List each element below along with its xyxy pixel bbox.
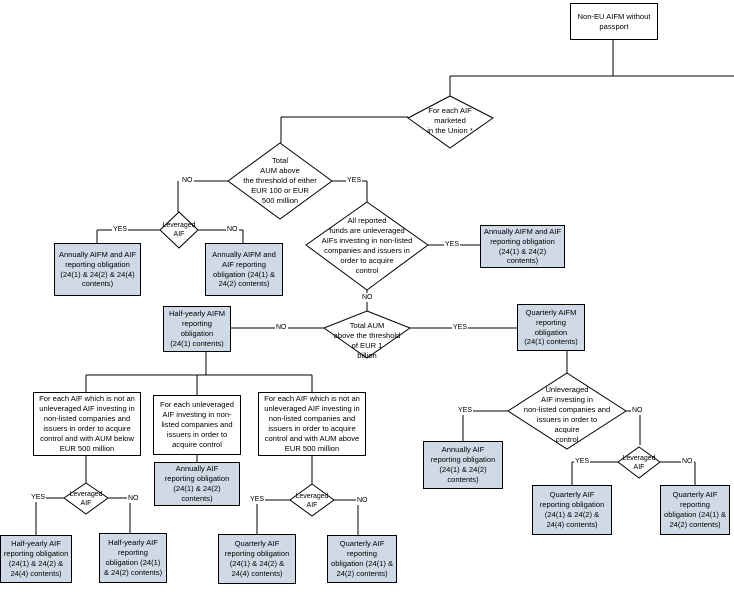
q-unleveraged-text: Unleveraged AIF investing in non-listed …: [523, 385, 611, 444]
label-no: NO: [127, 494, 140, 503]
result-quarterly-24-12-right: Quarterly AIF reporting obligation (24(1…: [660, 485, 730, 535]
label-no: NO: [275, 323, 288, 332]
label-yes: YES: [574, 457, 591, 466]
result-quarterly-full-mid: Quarterly AIF reporting obligation (24(1…: [218, 534, 296, 584]
result-halfyearly-full: Half-yearly AIF reporting obligation (24…: [0, 535, 72, 583]
diamond-aum-1bn: [322, 310, 412, 359]
result-halfyearly-aifm: Half-yearly AIFM reporting obligation (2…: [163, 306, 231, 352]
q-aum-1bn-text: Total AUM above the threshold of EUR 1 b…: [333, 321, 401, 360]
label-yes: YES: [346, 176, 363, 185]
diamond-leveraged-left: [159, 211, 199, 249]
diamond-all-reported: [305, 201, 429, 291]
result-quarterly-aifm: Quarterly AIFM reporting obligation (24(…: [517, 304, 585, 351]
diamond-leveraged-right: [617, 446, 661, 479]
label-no: NO: [356, 496, 369, 505]
label-yes: YES: [112, 225, 129, 234]
label-yes: YES: [249, 495, 266, 504]
result-annual-24-12: Annually AIFM and AIF reporting obligati…: [205, 243, 283, 296]
label-yes: YES: [30, 493, 47, 502]
label-no: NO: [361, 293, 374, 302]
diamond-leveraged-bl: [63, 482, 109, 515]
branch-unleveraged: For each unleveraged AIF investing in no…: [153, 395, 241, 455]
q-total-aum-text: Total AUM above the threshold of either …: [243, 156, 317, 205]
branch-above-500m: For each AIF which is not an unleveraged…: [258, 392, 366, 456]
label-yes: YES: [444, 240, 461, 249]
q-all-unleveraged-text: All reported funds are unleveraged AIFs …: [321, 216, 413, 275]
result-quarterly-24-12-mid: Quarterly AIF reporting obligation (24(1…: [327, 535, 397, 583]
start-box: Non-EU AIFM without passport: [570, 3, 658, 40]
diamond-leveraged-bm: [289, 483, 335, 517]
label-yes: YES: [457, 406, 474, 415]
label-no: NO: [681, 457, 694, 466]
label-no: NO: [181, 176, 194, 185]
result-annual-mid: Annually AIFM and AIF reporting obligati…: [480, 225, 565, 268]
result-halfyearly-24-12: Half-yearly AIF reporting obligation (24…: [99, 533, 167, 583]
result-annual-aif-right: Annually AIF reporting obligation (24(1)…: [423, 441, 503, 489]
q-leveraged-right-text: Leveraged AIF: [622, 454, 656, 471]
q-each-aif-text: For each AIF marketed in the Union *: [427, 106, 473, 135]
q-leveraged-bl-text: Leveraged AIF: [69, 490, 103, 507]
result-quarterly-full-right: Quarterly AIF reporting obligation (24(1…: [532, 485, 612, 535]
q-leveraged-bm-text: Leveraged AIF: [295, 492, 329, 509]
result-annual-full: Annually AIFM and AIF reporting obligati…: [54, 243, 141, 296]
label-no: NO: [226, 225, 239, 234]
q-leveraged-left-text: Leveraged AIF: [162, 221, 196, 238]
diamond-total-aum: [227, 142, 333, 220]
branch-below-500m: For each AIF which is not an unleveraged…: [33, 392, 141, 456]
diamond-unleveraged: [507, 372, 627, 450]
label-no: NO: [631, 406, 644, 415]
label-yes: YES: [452, 323, 469, 332]
diamond-each-aif: [407, 95, 494, 149]
result-annual-aif-mid: Annually AIF reporting obligation (24(1)…: [154, 462, 240, 506]
